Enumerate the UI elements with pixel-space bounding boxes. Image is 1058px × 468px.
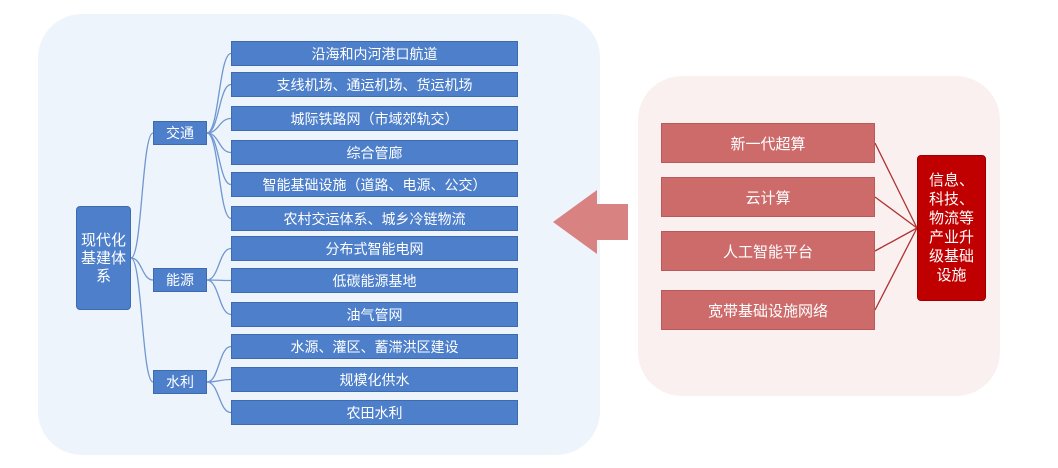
leaf-node: 沿海和内河港口航道 — [231, 41, 518, 66]
leaf-node: 水源、灌区、蓄滞洪区建设 — [231, 334, 518, 359]
leaf-node: 支线机场、通运机场、货运机场 — [231, 72, 518, 97]
connector-line — [130, 132, 154, 259]
root-node: 现代化基建体系 — [76, 206, 131, 310]
connector-line — [874, 196, 918, 229]
connector-line — [206, 52, 232, 134]
leaf-node: 智能基础设施（道路、电源、公交） — [231, 172, 518, 197]
tech-node: 人工智能平台 — [661, 231, 875, 271]
tech-node: 宽带基础设施网络 — [661, 290, 875, 330]
connector-line — [206, 279, 232, 282]
leaf-node: 分布式智能电网 — [231, 236, 518, 261]
leaf-node: 油气管网 — [231, 302, 518, 327]
leaf-node: 综合管廊 — [231, 140, 518, 165]
connector-line — [206, 381, 232, 414]
connector-line — [874, 227, 918, 311]
leaf-node: 城际铁路网（市域郊轨交） — [231, 106, 518, 131]
leaf-node: 农田水利 — [231, 400, 518, 425]
leaf-node: 规模化供水 — [231, 367, 518, 392]
category-transport: 交通 — [153, 121, 207, 145]
connector-line — [206, 132, 232, 154]
connector-line — [206, 132, 232, 220]
tech-target-node: 信息、科技、物流等产业升级基础设施 — [917, 155, 986, 301]
connector-line — [130, 257, 154, 281]
leaf-node: 低碳能源基地 — [231, 268, 518, 293]
category-water: 水利 — [153, 370, 207, 394]
tech-node: 新一代超算 — [661, 123, 875, 163]
leaf-node: 农村交运体系、城乡冷链物流 — [231, 206, 518, 231]
tech-node: 云计算 — [661, 177, 875, 217]
connector-line — [130, 257, 154, 383]
connector-line — [874, 227, 918, 252]
flow-arrow — [553, 190, 628, 254]
category-energy: 能源 — [153, 268, 207, 292]
connector-line — [206, 345, 232, 383]
connector-line — [206, 279, 232, 316]
connector-line — [206, 247, 232, 281]
connector-line — [874, 142, 918, 229]
connector-line — [206, 132, 232, 186]
